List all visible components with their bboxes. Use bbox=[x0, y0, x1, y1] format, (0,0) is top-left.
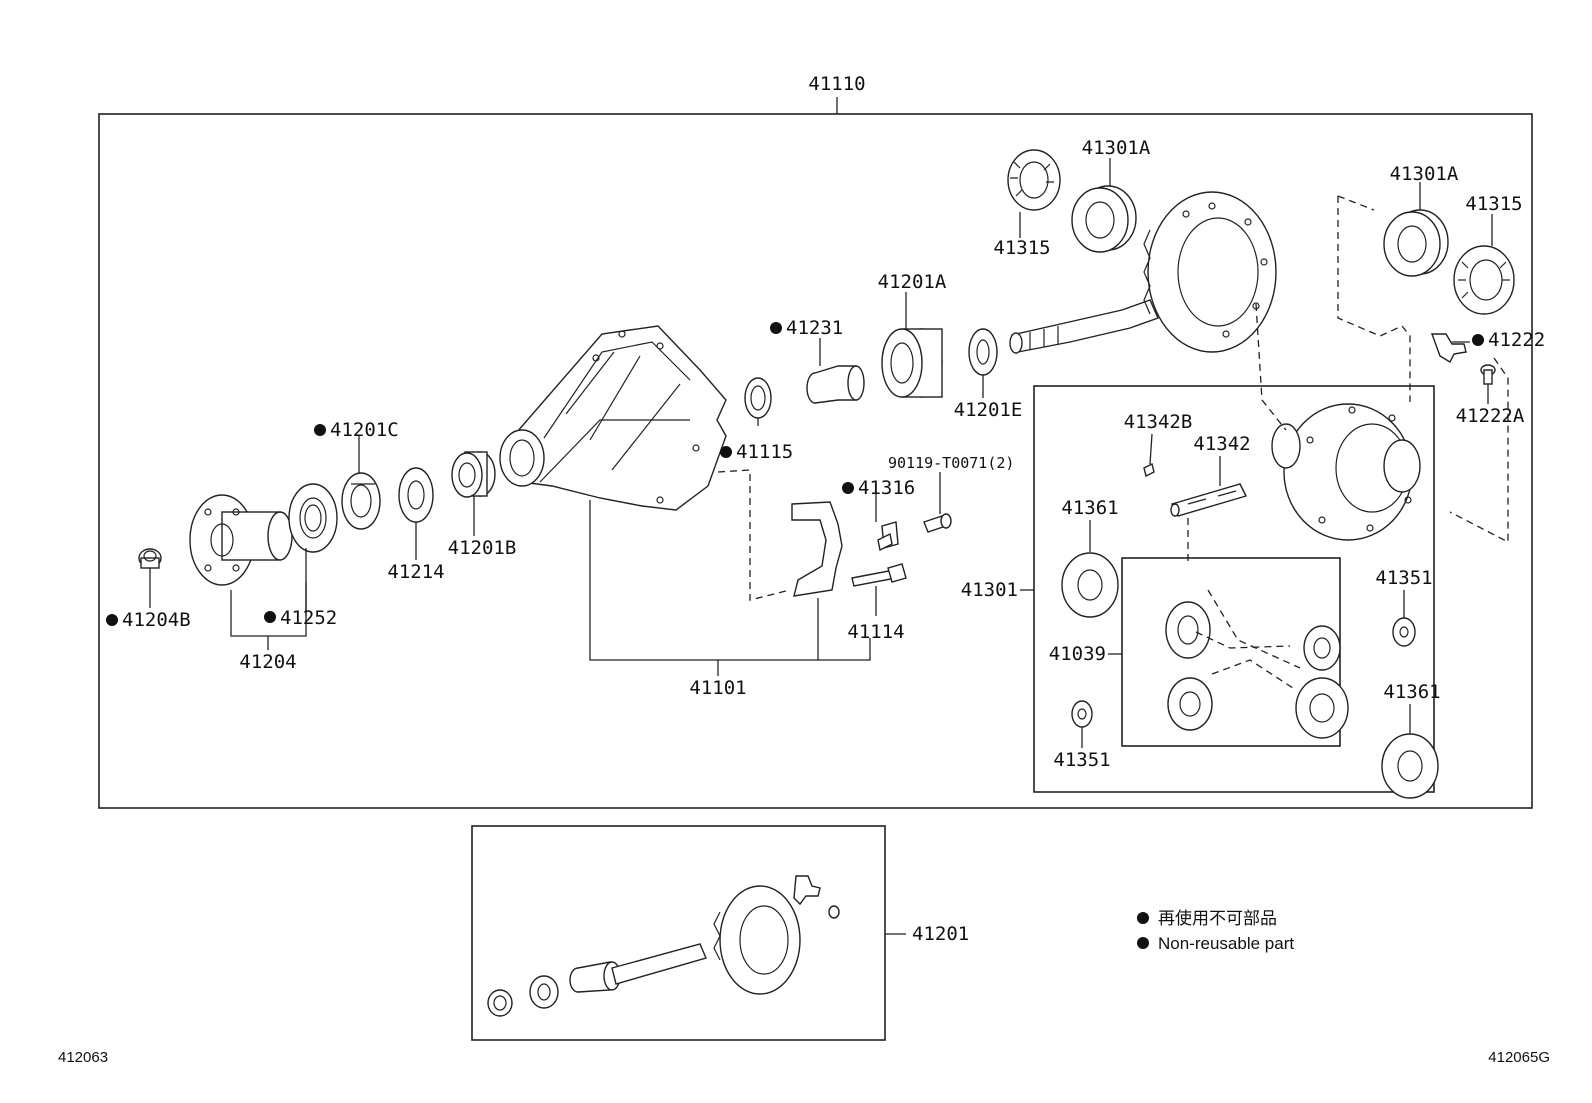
lock-bolt-part bbox=[1480, 364, 1496, 385]
non-reusable-dot-icon bbox=[106, 614, 118, 626]
non-reusable-dot-icon bbox=[1137, 912, 1149, 924]
cap-bolt-part bbox=[851, 563, 907, 587]
bearing-b-part bbox=[451, 451, 496, 498]
pinion-gears-part bbox=[1165, 601, 1349, 739]
pinion-washer-left-part bbox=[1071, 700, 1093, 728]
non-reusable-dot-icon bbox=[1472, 334, 1484, 346]
thrust-washer-left-part bbox=[1061, 552, 1119, 618]
pinion-seal-part bbox=[744, 377, 772, 419]
differential-frame bbox=[1033, 385, 1435, 793]
oil-seal-part bbox=[341, 472, 381, 530]
label-41301: 41301 bbox=[961, 579, 1018, 601]
pinion-washer-right-part bbox=[1392, 617, 1416, 647]
non-reusable-dot-icon bbox=[770, 322, 782, 334]
label-41114: 41114 bbox=[847, 621, 904, 643]
assembly-number: 41110 bbox=[808, 73, 865, 95]
lock-plate-part bbox=[1431, 333, 1467, 363]
label-41361-left: 41361 bbox=[1061, 497, 1118, 519]
label-41351-right: 41351 bbox=[1375, 567, 1432, 589]
label-41316: 41316 bbox=[858, 477, 915, 499]
bearing-a-part bbox=[881, 328, 943, 398]
label-41351-left: 41351 bbox=[1053, 749, 1110, 771]
legend-line-2: Non-reusable part bbox=[1158, 934, 1294, 953]
label-41201C: 41201C bbox=[330, 419, 399, 441]
thrust-washer-right-part bbox=[1381, 733, 1439, 799]
differential-case-part bbox=[1271, 403, 1421, 541]
label-41315-right: 41315 bbox=[1465, 193, 1522, 215]
oil-slinger-part bbox=[398, 467, 434, 523]
washer-part bbox=[288, 483, 338, 553]
ring-pinion-set-frame bbox=[471, 825, 886, 1041]
ring-pinion-part bbox=[1009, 191, 1277, 354]
carrier-housing-part bbox=[499, 325, 727, 511]
bearing-spacer-part bbox=[806, 365, 865, 404]
legend: 再使用不可部品 Non-reusable part bbox=[1137, 908, 1294, 953]
non-reusable-dot-icon bbox=[842, 482, 854, 494]
assembly-guide-lines bbox=[717, 195, 1509, 691]
label-41201A: 41201A bbox=[878, 271, 947, 293]
side-bearing-left-part bbox=[1071, 185, 1137, 253]
assembly-frame bbox=[98, 113, 1533, 809]
label-41101: 41101 bbox=[689, 677, 746, 699]
leader-lines bbox=[149, 158, 1493, 935]
label-41115: 41115 bbox=[736, 441, 793, 463]
label-41201E: 41201E bbox=[954, 399, 1023, 421]
label-41301A-right: 41301A bbox=[1390, 163, 1459, 185]
label-41222: 41222 bbox=[1488, 329, 1545, 351]
label-41342: 41342 bbox=[1193, 433, 1250, 455]
side-bearing-right-part bbox=[1383, 209, 1449, 277]
lower-ring-pinion-part bbox=[487, 875, 840, 1017]
label-41214: 41214 bbox=[387, 561, 444, 583]
adjusting-nut-left-part bbox=[1007, 149, 1061, 211]
label-41201: 41201 bbox=[912, 923, 969, 945]
label-41231: 41231 bbox=[786, 317, 843, 339]
label-41222A: 41222A bbox=[1456, 405, 1525, 427]
bearing-cap-part bbox=[791, 501, 843, 597]
non-reusable-dot-icon bbox=[1137, 937, 1149, 949]
label-41252: 41252 bbox=[280, 607, 337, 629]
shim-washer-part bbox=[968, 328, 998, 376]
nut-part bbox=[138, 548, 162, 569]
non-reusable-dot-icon bbox=[314, 424, 326, 436]
carrier-lock-part bbox=[877, 513, 952, 552]
legend-line-1: 再使用不可部品 bbox=[1158, 908, 1277, 928]
non-reusable-dot-icon bbox=[720, 446, 732, 458]
part-labels: 41204B 41252 41204 41201C 41214 41201B 4… bbox=[106, 137, 1545, 945]
footer-right-code: 412065G bbox=[1488, 1049, 1550, 1066]
pinion-shaft-part bbox=[1143, 462, 1248, 517]
adjusting-nut-right-part bbox=[1453, 245, 1515, 315]
label-41342B: 41342B bbox=[1124, 411, 1193, 433]
companion-flange-part bbox=[189, 494, 293, 586]
label-41204: 41204 bbox=[239, 651, 296, 673]
label-41204B: 41204B bbox=[122, 609, 191, 631]
label-41315-left: 41315 bbox=[993, 237, 1050, 259]
label-41201B: 41201B bbox=[448, 537, 517, 559]
label-41301A-left: 41301A bbox=[1082, 137, 1151, 159]
label-41361-right: 41361 bbox=[1383, 681, 1440, 703]
label-90119: 90119-T0071(2) bbox=[888, 454, 1014, 472]
footer-left-code: 412063 bbox=[58, 1049, 108, 1066]
label-41039: 41039 bbox=[1049, 643, 1106, 665]
non-reusable-dot-icon bbox=[264, 611, 276, 623]
